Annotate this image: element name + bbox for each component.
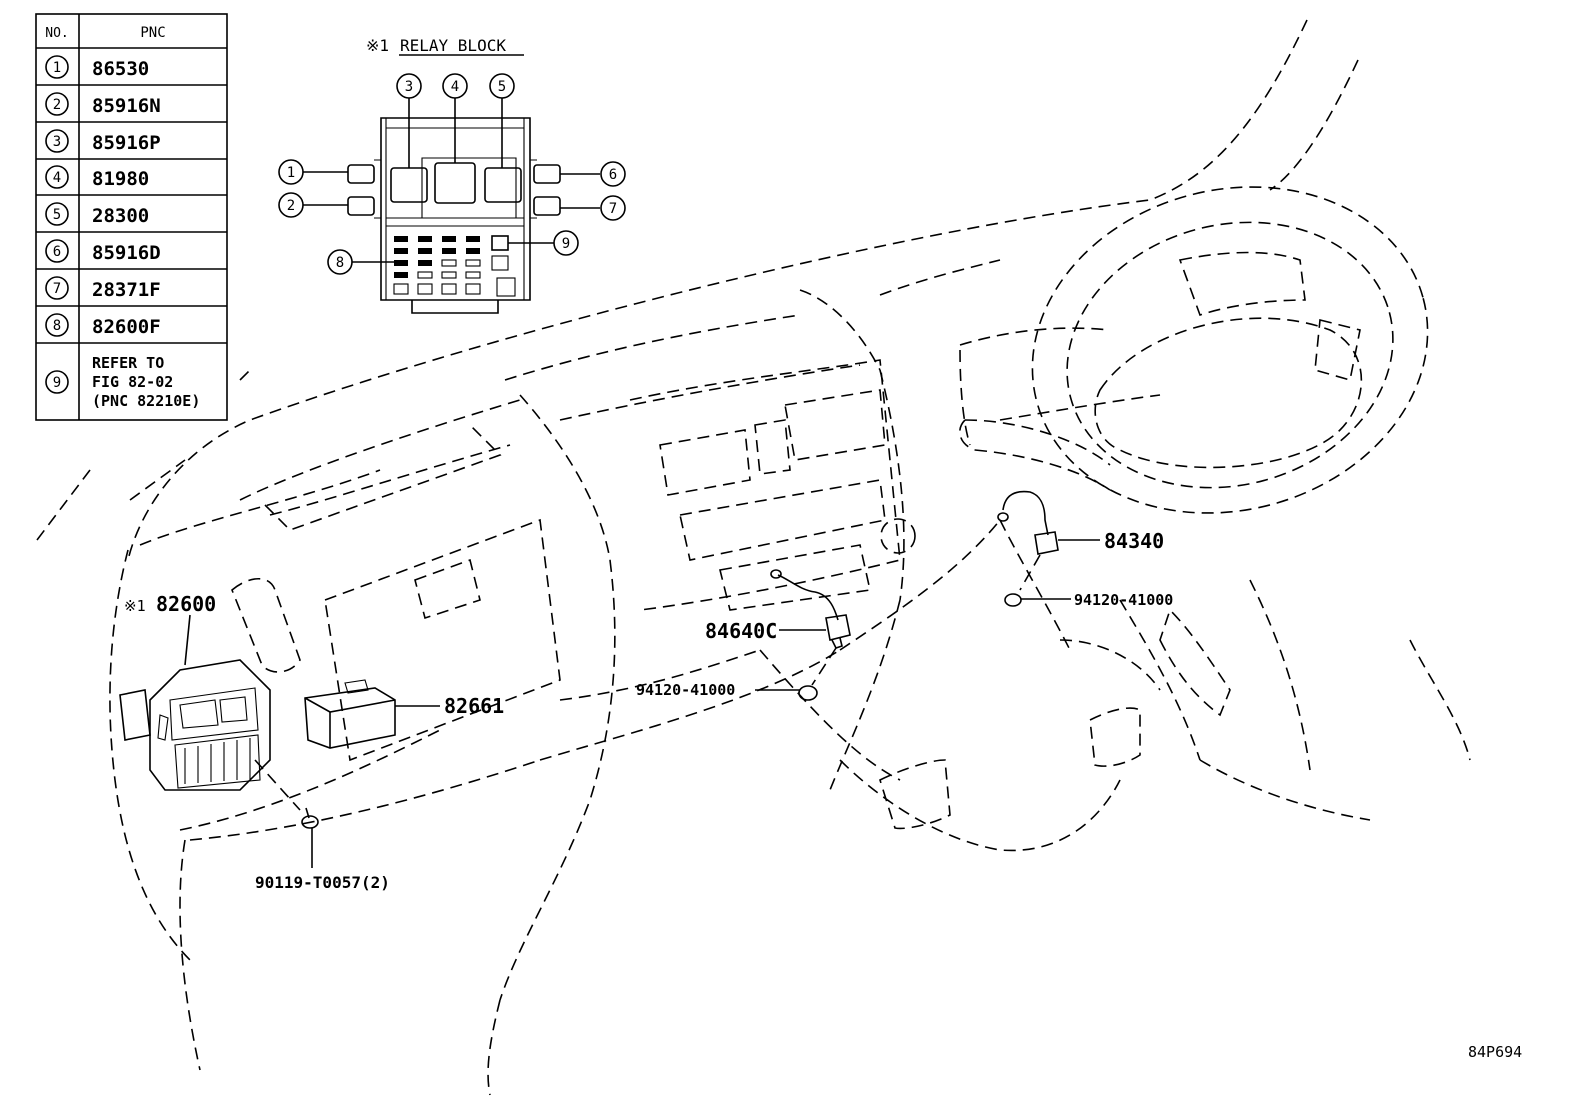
sensor-84640c bbox=[770, 569, 851, 701]
callout-number: 3 bbox=[405, 79, 413, 95]
pnc-table: NO. PNC 1 2 3 4 5 6 7 8 9 86530 85916N 8… bbox=[35, 13, 228, 421]
bolt-90119 bbox=[254, 759, 319, 868]
row-pnc: 82600F bbox=[92, 316, 161, 338]
row-pnc: 81980 bbox=[92, 168, 149, 190]
row-no: 3 bbox=[53, 134, 61, 150]
steering-wheel bbox=[959, 186, 1429, 514]
callout-number: 4 bbox=[451, 79, 459, 95]
ecu-82661 bbox=[304, 679, 396, 749]
row-pnc: REFER TO bbox=[92, 354, 164, 372]
relay-block-mark: ※1 bbox=[366, 36, 389, 55]
row-no: 8 bbox=[53, 318, 61, 334]
fuse-grid bbox=[393, 235, 516, 297]
callout-number: 8 bbox=[336, 255, 344, 271]
label-84340: 84340 bbox=[1104, 529, 1164, 553]
row-no: 9 bbox=[53, 375, 61, 391]
table-header-pnc: PNC bbox=[140, 25, 165, 41]
label-82600: 82600 bbox=[156, 592, 216, 616]
row-no: 4 bbox=[53, 170, 61, 186]
row-no: 5 bbox=[53, 207, 61, 223]
table-header-no: NO. bbox=[45, 26, 68, 41]
callout-number: 7 bbox=[609, 201, 617, 217]
row-no: 7 bbox=[53, 281, 61, 297]
figure-code: 84P694 bbox=[1468, 1043, 1522, 1061]
row-pnc: 85916D bbox=[92, 242, 161, 264]
callout-number: 6 bbox=[609, 167, 617, 183]
relay-block-inset: ※1 RELAY BLOCK bbox=[278, 36, 626, 314]
leader-82600 bbox=[184, 614, 191, 666]
callout-number: 9 bbox=[562, 236, 570, 252]
junction-block-82600 bbox=[119, 659, 271, 791]
label-84640c: 84640C bbox=[705, 619, 777, 643]
dashboard-outline bbox=[36, 19, 1471, 1096]
row-pnc: 28371F bbox=[92, 279, 161, 301]
row-no: 6 bbox=[53, 244, 61, 260]
relay-block-title: RELAY BLOCK bbox=[400, 36, 506, 55]
row-pnc: 28300 bbox=[92, 205, 149, 227]
label-nut-right: 94120-41000 bbox=[1074, 591, 1173, 609]
row-pnc-line2: FIG 82-02 bbox=[92, 373, 173, 391]
row-pnc: 85916P bbox=[92, 132, 161, 154]
label-nut-center: 94120-41000 bbox=[636, 681, 735, 699]
callout-number: 5 bbox=[498, 79, 506, 95]
callout-number: 1 bbox=[287, 165, 295, 181]
label-82661: 82661 bbox=[444, 694, 504, 718]
switch-84340 bbox=[997, 490, 1059, 607]
row-number-circles bbox=[45, 55, 69, 394]
row-no: 2 bbox=[53, 97, 61, 113]
row-no: 1 bbox=[53, 60, 61, 76]
row-pnc: 86530 bbox=[92, 58, 149, 80]
row-pnc-line3: (PNC 82210E) bbox=[92, 392, 200, 410]
mark-82600: ※1 bbox=[124, 597, 146, 615]
label-90119: 90119-T0057(2) bbox=[255, 873, 390, 892]
row-pnc: 85916N bbox=[92, 95, 161, 117]
callout-number: 2 bbox=[287, 198, 295, 214]
